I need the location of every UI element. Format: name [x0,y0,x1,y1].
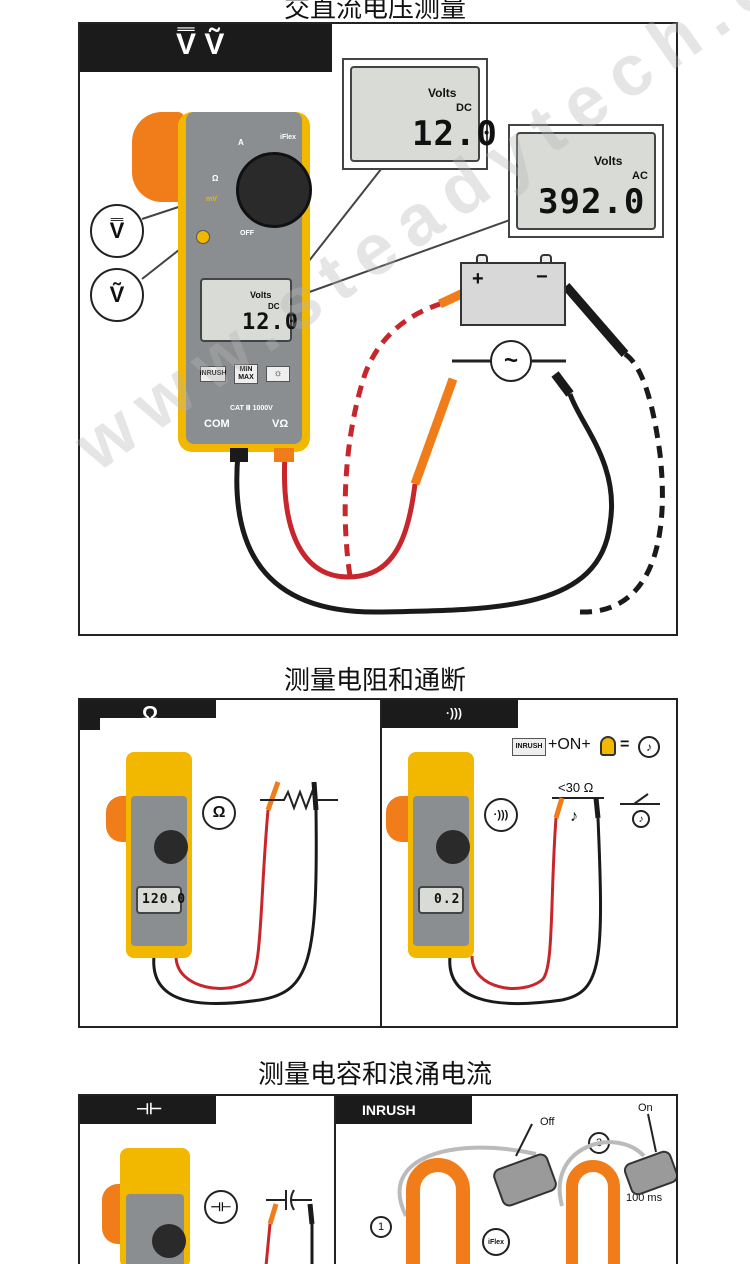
continuity-clamp-jaw [386,796,412,842]
resistance-badge: Ω [202,796,236,830]
continuity-tab-symbol: ·))) [446,706,462,720]
min-max-button[interactable]: MIN MAX [234,364,258,384]
resistor-symbol [260,789,338,811]
resistance-wiring [152,781,338,1006]
vohm-jack-label: VΩ [272,418,289,430]
continuity-threshold: <30 Ω [558,780,594,795]
continuity-inrush-key: INRUSH [512,738,546,756]
vohm-jack[interactable] [274,448,294,462]
cat-rating: CAT Ⅲ 1000V [230,405,273,412]
ac-popup-value: 392.0 [538,182,646,222]
inrush-on-label: On [638,1102,653,1114]
capacitance-inrush-title: 测量电容和浪涌电流 [257,1060,492,1090]
beep-note-icon: ♪ [570,808,578,825]
ac-reading-popup: Volts AC 392.0 [508,124,664,238]
meter-lcd: Volts DC 12.0 [200,278,298,342]
ac-source-symbol: ~ [490,340,532,382]
mute-icon: ♪ [638,736,660,758]
inrush-tab-label: INRUSH [362,1102,416,1118]
capacitance-badge: ⊣⊢ [204,1190,238,1224]
meter-lcd-value: 12.0 [242,310,299,335]
black-lead-dashed [579,351,665,615]
inrush-tab: INRUSH [336,1096,472,1124]
dc-reading-popup: Volts DC 12.0 [342,58,497,170]
continuity-dial[interactable] [436,830,470,864]
inrush-clamp-1 [406,1158,470,1264]
dc-voltage-badge: V̿ [90,204,144,258]
capacitance-tab-symbol: ⊣⊢ [136,1101,163,1118]
battery: + − [460,254,566,326]
inrush-off-label: Off [540,1116,555,1128]
resistance-lcd: 120.0 [136,886,185,914]
dial-label-ohm: Ω [212,174,219,183]
continuity-instruction: +ON+ [548,736,591,753]
red-lead-wire [281,453,418,580]
black-probe-battery [562,283,629,357]
resistance-lcd-value: 120.0 [142,892,187,907]
dial-label-off: OFF [240,230,254,237]
dial-label-iflex: iFlex [280,134,296,141]
com-jack[interactable] [230,448,248,462]
capacitance-wiring [264,1189,315,1264]
resistance-dial[interactable] [154,830,188,864]
continuity-tab: ·))) [382,700,518,728]
inrush-panel: INRUSH Off On 3 1 100 ms iFlex [334,1094,678,1264]
continuity-lcd: 0.2 [418,886,464,914]
inrush-button[interactable]: INRUSH [200,366,226,382]
meter-lcd-unit: Volts [250,290,272,300]
meter-lcd-mode: DC [268,302,280,311]
rotary-dial[interactable] [236,152,312,228]
resistance-continuity-title: 测量电阻和通断 [283,666,466,696]
red-lead-dashed [342,301,441,577]
dc-popup-lcd: Volts DC 12.0 [350,66,497,162]
ac-popup-unit: Volts [594,154,623,168]
iflex-icon: iFlex [482,1228,510,1256]
battery-minus-terminal [540,254,552,264]
battery-plus-label: + [472,268,484,290]
dc-popup-value: 12.0 [412,114,498,154]
battery-minus-label: − [536,266,548,288]
ac-popup-mode: AC [632,170,648,182]
battery-plus-terminal [476,254,488,264]
continuity-wiring [448,793,660,1006]
dc-ac-voltage-title: 交直流电压测量 [283,0,466,24]
dc-popup-unit: Volts [428,86,457,100]
dc-popup-mode: DC [456,102,472,114]
clamp-jaw [132,112,184,202]
iflex-label: iFlex [488,1238,504,1246]
ac-voltage-badge: Ṽ [90,268,144,322]
inrush-clamp-2 [566,1160,620,1264]
step-1-marker: 1 [370,1216,392,1238]
dc-ac-voltage-panel: V̿ Ṽ A iFlex Ω mV OFF Volts DC 12.0 [78,22,678,636]
black-lead-wire [234,393,614,615]
capacitance-tab: ⊣⊢ [80,1096,216,1124]
backlight-button[interactable]: ☼ [266,366,290,382]
dial-label-a: A [238,138,244,147]
ac-popup-lcd: Volts AC 392.0 [516,132,656,230]
black-probe-ac [551,371,574,397]
capacitance-panel: ⊣⊢ ⊣⊢ [78,1094,336,1264]
continuity-panel: ·))) INRUSH +ON+ = ♪ <30 Ω ♪ ♪ 0.2 ·))) [380,698,678,1028]
voltage-mode-symbols: V̿ Ṽ [176,28,225,61]
continuity-badge: ·))) [484,798,518,832]
resistance-tab-white-strip [100,718,248,748]
mute-open-switch-icon: ♪ [632,810,650,828]
red-probe-ac [410,377,458,486]
continuity-hold-key [600,736,616,756]
inrush-diagram [397,1113,657,1217]
hold-button[interactable] [196,230,210,244]
continuity-lcd-value: 0.2 [434,892,461,907]
voltage-mode-tab: V̿ Ṽ [80,24,332,72]
resistance-panel: Ω 120.0 Ω [78,698,382,1028]
dial-label-mv: mV [206,196,217,203]
com-jack-label: COM [204,418,230,430]
